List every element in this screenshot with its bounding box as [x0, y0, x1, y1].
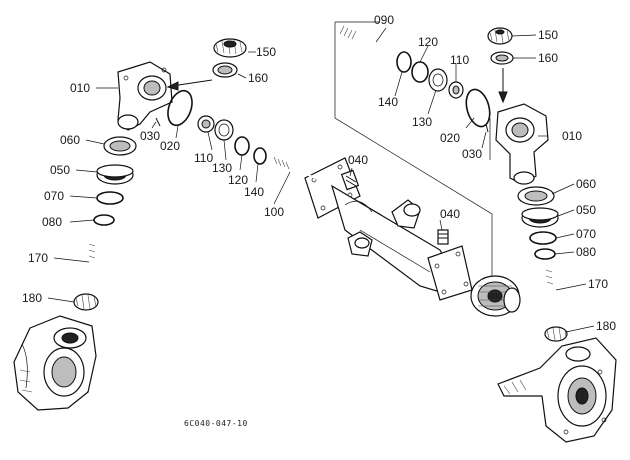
bearing-130-right [428, 68, 448, 92]
label-140-right: 140 [378, 95, 398, 109]
label-070-right: 070 [576, 227, 596, 241]
label-010-left: 010 [70, 81, 90, 95]
gear-case-010-right [495, 103, 549, 185]
label-130-right: 130 [412, 115, 432, 129]
label-100: 100 [264, 205, 284, 219]
label-050-left: 050 [50, 163, 70, 177]
assembly-arrow-right [498, 68, 508, 104]
knuckle-housing-left [13, 315, 97, 411]
label-140-left: 140 [244, 185, 264, 199]
ring-060-left [103, 136, 137, 156]
label-060-right: 060 [576, 177, 596, 191]
seal-110-left [197, 115, 215, 133]
axle-housing [304, 157, 521, 317]
bevel-gear-150-right [487, 27, 513, 45]
washer-070-right [529, 231, 557, 245]
washer-070-left [96, 191, 124, 205]
ring-060-right [517, 186, 555, 206]
snap-ring-140-right [396, 51, 412, 73]
enclosure-lines [334, 21, 493, 300]
bearing-130-left [214, 119, 234, 141]
shaft-170-left [88, 240, 96, 296]
knuckle-housing-right [497, 337, 617, 443]
label-040-mid: 040 [440, 207, 460, 221]
label-050-right: 050 [576, 203, 596, 217]
leader-lines [47, 27, 595, 333]
ring-120-right [411, 61, 429, 83]
label-060-left: 060 [60, 133, 80, 147]
pin-030-left [155, 117, 161, 127]
shaft-090 [339, 25, 401, 58]
label-030-right: 030 [462, 147, 482, 161]
drive-shaft-100 [271, 156, 331, 185]
label-030-left: 030 [140, 129, 160, 143]
label-080-right: 080 [576, 245, 596, 259]
seal-110-right [448, 81, 464, 99]
label-170-left: 170 [28, 251, 48, 265]
label-170-right: 170 [588, 277, 608, 291]
gear-case-010-left [117, 61, 173, 131]
bearing-050-right [521, 207, 559, 228]
bearing-050-left [96, 164, 134, 185]
label-080-left: 080 [42, 215, 62, 229]
part-labels: 010 150 160 030 020 110 130 120 140 100 … [22, 13, 616, 428]
label-120-right: 120 [418, 35, 438, 49]
snap-ring-140-left [253, 147, 267, 165]
label-150-left: 150 [256, 45, 276, 59]
label-040-top: 040 [348, 153, 368, 167]
assembly-arrow-left [166, 79, 213, 91]
label-110-right: 110 [450, 53, 469, 67]
label-180-left: 180 [22, 291, 42, 305]
label-160-left: 160 [248, 71, 268, 85]
label-070-left: 070 [44, 189, 64, 203]
bolt-040-mid [437, 229, 449, 245]
label-130-left: 130 [212, 161, 232, 175]
label-020-left: 020 [160, 139, 180, 153]
footer-drawing-code: 6C040-047-10 [184, 419, 248, 428]
bolt-040-top [340, 169, 360, 191]
bearing-160-right [490, 51, 514, 65]
gear-180-right [544, 326, 568, 342]
o-ring-020-left [167, 89, 193, 127]
label-120-left: 120 [228, 173, 248, 187]
gear-180-left [73, 293, 99, 311]
bevel-gear-150-left [213, 38, 247, 58]
snap-ring-080-left [93, 214, 115, 226]
ring-120-left [234, 136, 250, 156]
label-160-right: 160 [538, 51, 558, 65]
label-110-left: 110 [194, 151, 213, 165]
bearing-160-left [212, 62, 238, 78]
pin-030-right [485, 123, 489, 133]
label-090: 090 [374, 13, 394, 27]
label-020-right: 020 [440, 131, 460, 145]
label-150-right: 150 [538, 28, 558, 42]
o-ring-020-right [465, 88, 491, 128]
label-180-right: 180 [596, 319, 616, 333]
shaft-170-right [545, 265, 555, 323]
label-010-right: 010 [562, 129, 582, 143]
snap-ring-080-right [534, 248, 556, 260]
